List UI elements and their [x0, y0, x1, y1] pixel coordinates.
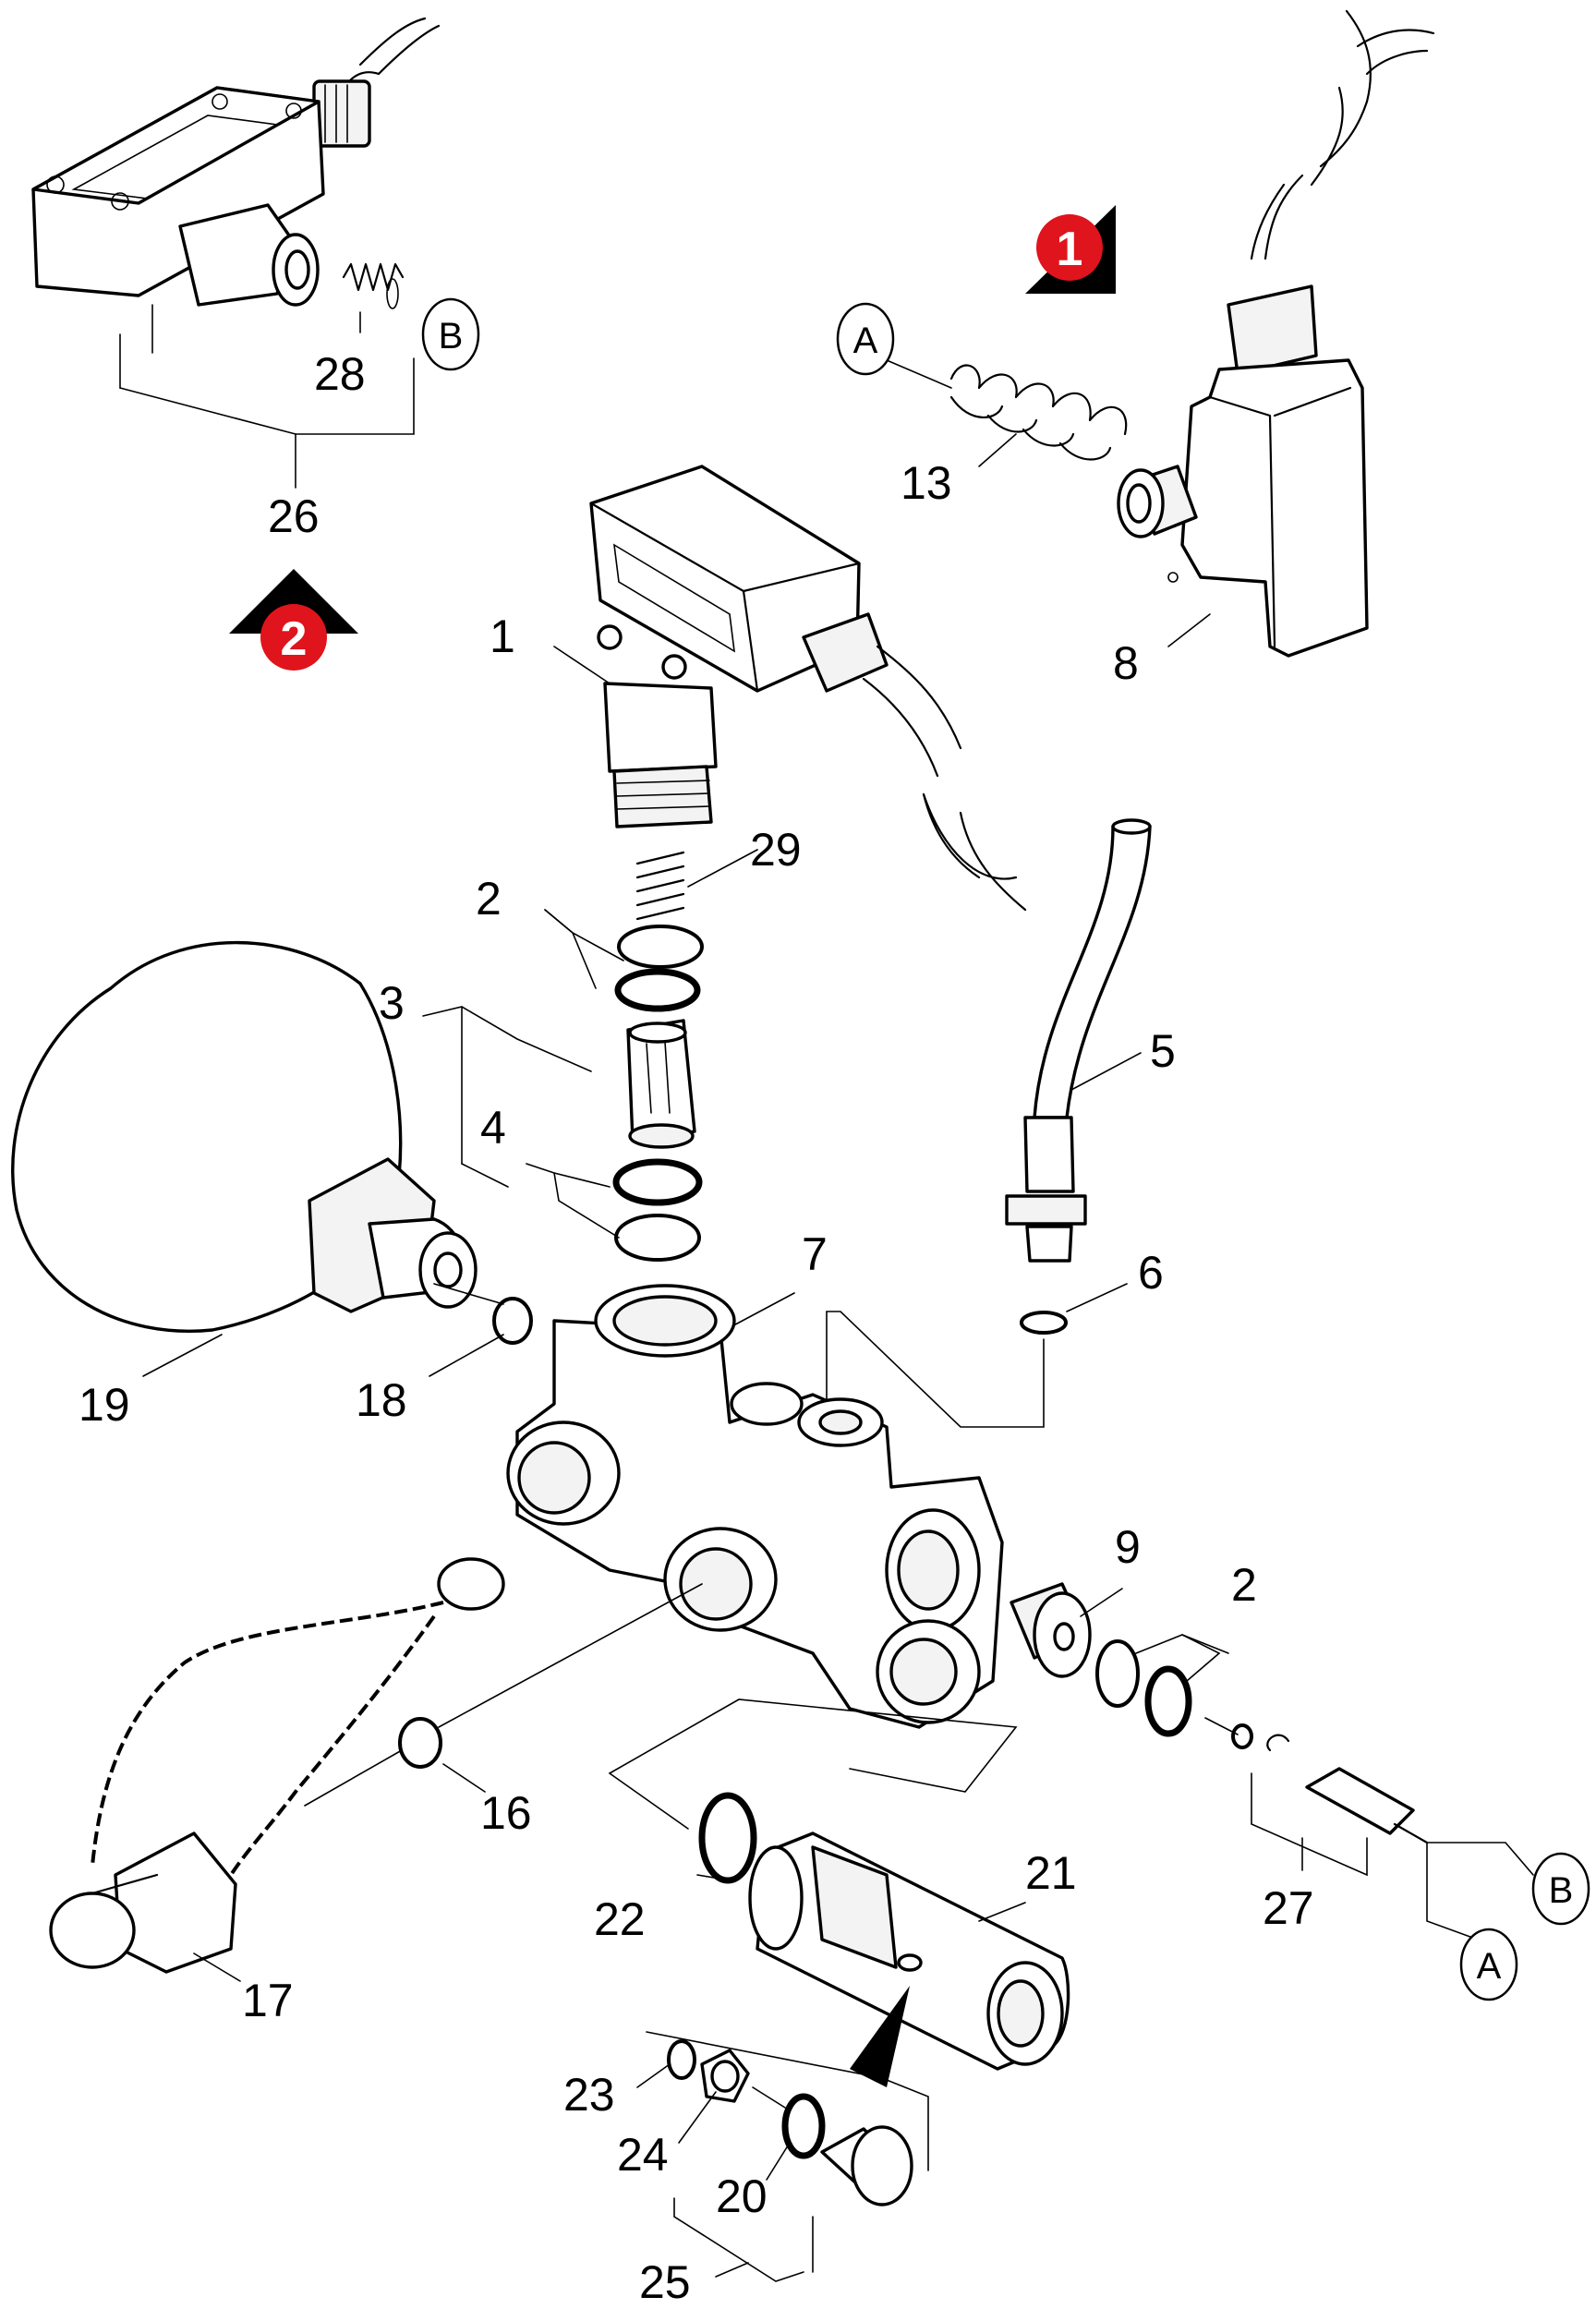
label-26: 26	[268, 490, 320, 542]
part-22-oring	[698, 1792, 757, 1884]
leader-lines-5-6-7	[724, 1052, 1142, 1428]
leader-lines-21-22	[609, 1699, 1026, 1922]
leader-lines-1-4	[422, 646, 624, 1239]
ref-a-right-letter: A	[1477, 1946, 1502, 1987]
badge-1: 1	[1025, 205, 1116, 294]
badge-1-number: 1	[1057, 223, 1083, 276]
part-23-oring	[667, 2039, 696, 2080]
detail-callout-arrow	[646, 1986, 929, 2171]
label-18: 18	[356, 1374, 407, 1426]
label-6: 6	[1138, 1247, 1164, 1299]
label-24: 24	[617, 2129, 669, 2181]
part-13-spring	[949, 364, 1128, 461]
label-1: 1	[490, 610, 515, 662]
part-25-cap	[820, 2125, 913, 2206]
part-8-sensor-head	[1117, 9, 1435, 658]
part-26-switch-box	[31, 17, 441, 307]
leader-lines-8-13	[886, 359, 1211, 647]
label-16: 16	[480, 1787, 532, 1839]
part-6-washer	[1020, 1311, 1068, 1335]
ref-a-top: A	[836, 302, 895, 376]
label-9: 9	[1115, 1521, 1141, 1573]
label-5: 5	[1150, 1025, 1176, 1077]
badge-2: 2	[229, 569, 358, 671]
leader-lines-26	[119, 304, 415, 489]
label-2-upper: 2	[476, 873, 502, 925]
label-3: 3	[379, 977, 405, 1029]
label-13: 13	[901, 457, 952, 509]
part-16-oring	[398, 1717, 442, 1769]
ref-b-right-letter: B	[1549, 1870, 1574, 1911]
label-7: 7	[802, 1228, 828, 1280]
part-24-nut	[700, 2049, 750, 2103]
part-2-lower-seals	[1095, 1639, 1192, 1737]
part-4-seals	[612, 1158, 703, 1262]
label-19: 19	[79, 1379, 130, 1431]
part-9-plug	[1010, 1582, 1092, 1678]
part-27-pin-assembly	[1231, 1723, 1429, 1844]
part-21-nozzle-fitting	[748, 1831, 1070, 2071]
leader-lines-18-19	[142, 1283, 504, 1377]
leader-lines-16-17	[193, 1583, 703, 1982]
ref-a-top-letter: A	[853, 320, 878, 361]
label-29: 29	[750, 824, 802, 876]
ref-b-top-letter: B	[439, 316, 464, 357]
ref-b-top: B	[421, 297, 480, 371]
label-21: 21	[1025, 1847, 1077, 1899]
label-2-lower: 2	[1231, 1559, 1257, 1611]
leader-lines-9-2-27	[1080, 1588, 1534, 1940]
part-1-pressure-switch	[589, 465, 1027, 912]
label-23: 23	[563, 2069, 615, 2121]
label-20: 20	[716, 2170, 768, 2222]
label-17: 17	[242, 1975, 294, 2026]
label-25: 25	[639, 2256, 691, 2308]
part-2-upper-seals	[614, 925, 704, 1012]
part-20-oring	[781, 2093, 826, 2159]
ref-b-right: B	[1531, 1852, 1590, 1926]
part-3-valve-insert	[626, 1019, 696, 1149]
ref-a-right: A	[1459, 1928, 1518, 2001]
part-7-valve-body	[506, 1284, 1004, 1729]
part-28-spring-small	[342, 262, 405, 309]
part-18-oring	[492, 1297, 533, 1345]
part-19-accumulator	[11, 940, 478, 1333]
label-22: 22	[594, 1893, 646, 1945]
label-4: 4	[480, 1102, 506, 1154]
label-28: 28	[314, 348, 366, 400]
label-27: 27	[1263, 1882, 1314, 1934]
part-29-spring	[635, 849, 758, 921]
part-17-cap-with-chain	[49, 1557, 505, 1974]
badge-2-number: 2	[281, 612, 308, 666]
label-8: 8	[1113, 637, 1139, 689]
leader-lines-20-25	[636, 2063, 814, 2282]
part-5-hose	[1005, 818, 1152, 1263]
